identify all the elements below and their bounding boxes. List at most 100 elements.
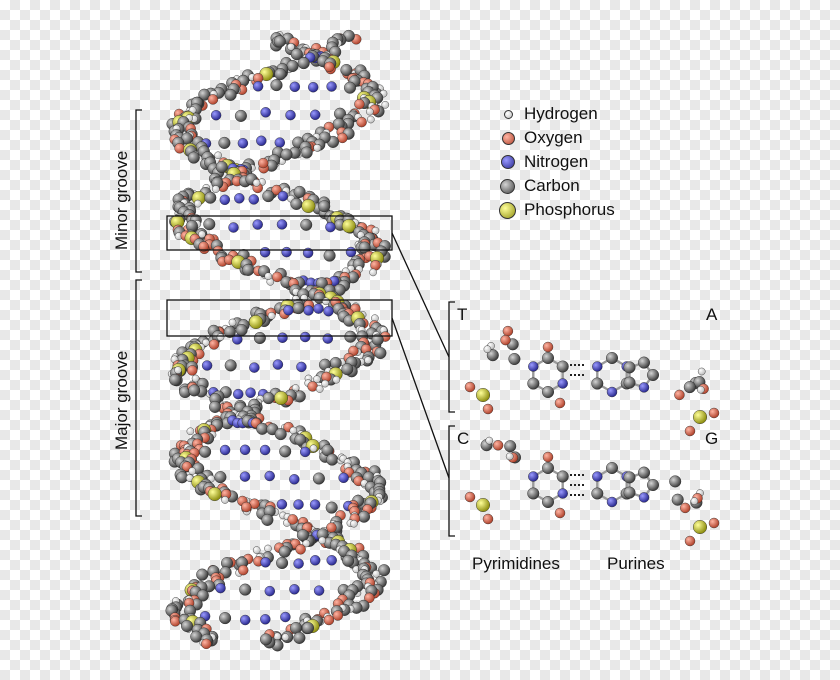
carbon-atom xyxy=(278,545,291,558)
nitrogen-atom xyxy=(277,332,288,343)
nitrogen-atom xyxy=(285,109,296,121)
base-letter-t: T xyxy=(457,305,468,324)
carbon-atom xyxy=(286,60,299,73)
hydrogen-atom xyxy=(252,546,261,554)
oxygen-atom xyxy=(708,517,720,529)
hydrogen-atom xyxy=(381,101,390,109)
nitrogen-atom xyxy=(326,555,337,566)
carbon-atom xyxy=(290,48,303,61)
nitrogen-atom xyxy=(528,361,539,372)
nitrogen-atom xyxy=(232,334,243,345)
oxygen-atom xyxy=(554,507,566,519)
nitrogen-atom xyxy=(303,305,314,316)
carbon-atom xyxy=(623,376,636,389)
carbon-atom xyxy=(224,88,237,101)
nitrogen-atom xyxy=(252,81,264,92)
nitrogen-atom xyxy=(215,582,226,594)
legend-label-carbon: Carbon xyxy=(524,176,580,195)
carbon-atom xyxy=(218,136,231,149)
hydrogen-atom xyxy=(188,467,196,475)
nitrogen-atom xyxy=(201,360,213,371)
hydrogen-atom xyxy=(267,311,276,320)
oxygen-atom xyxy=(241,501,252,513)
hydrogen-atom xyxy=(309,444,318,453)
carbon-atom xyxy=(647,369,660,382)
nitrogen-atom xyxy=(281,246,292,258)
nitrogen-swatch-icon xyxy=(501,155,515,169)
carbon-atom xyxy=(358,510,371,523)
oxygen-atom xyxy=(354,98,365,110)
oxygen-atom xyxy=(208,339,220,350)
carbon-atom xyxy=(486,349,499,362)
carbon-atom xyxy=(683,381,696,394)
oxygen-atom xyxy=(272,271,283,283)
carbon-atom xyxy=(344,81,357,94)
carbon-atom xyxy=(279,445,292,458)
phosphorus-atom xyxy=(341,218,356,233)
nitrogen-atom xyxy=(272,359,284,370)
minor-groove-label: Minor groove xyxy=(112,150,131,250)
oxygen-atom xyxy=(708,407,720,419)
carbon-atom xyxy=(262,190,275,203)
hydrogen-atom xyxy=(186,427,195,436)
hydrogen-atom xyxy=(332,375,341,384)
carbon-atom xyxy=(527,377,540,390)
hydrogen-atom xyxy=(318,536,327,545)
nitrogen-atom xyxy=(228,222,239,233)
carbon-atom xyxy=(623,486,636,499)
carbon-atom xyxy=(623,471,636,484)
nitrogen-atom xyxy=(293,558,304,569)
nitrogen-atom xyxy=(289,474,300,485)
hydrogen-atom xyxy=(372,570,381,578)
carbon-atom xyxy=(215,160,228,173)
oxygen-atom xyxy=(364,592,375,604)
carbon-atom xyxy=(256,422,269,435)
carbon-atom xyxy=(188,384,201,397)
major-groove-label: Major groove xyxy=(112,350,131,450)
carbon-atom xyxy=(274,68,287,81)
carbon-atom xyxy=(378,564,391,577)
hydrogen-atom xyxy=(697,367,706,376)
nitrogen-atom xyxy=(557,488,568,499)
carbon-atom xyxy=(323,249,336,262)
carbon-atom xyxy=(235,324,248,337)
hydrogen-atom xyxy=(216,333,225,341)
nitrogen-atom xyxy=(276,219,288,230)
phosphorus-atom xyxy=(693,520,708,535)
hydrogen-atom xyxy=(483,345,492,354)
nitrogen-atom xyxy=(210,109,222,121)
carbon-atom xyxy=(273,35,286,48)
oxygen-atom xyxy=(198,241,209,252)
nitrogen-atom xyxy=(260,557,271,568)
carbon-atom xyxy=(296,529,309,542)
carbon-atom xyxy=(623,361,636,374)
carbon-atom xyxy=(196,568,209,581)
carbon-atom xyxy=(203,218,216,231)
carbon-atom xyxy=(204,191,217,204)
carbon-atom xyxy=(292,302,305,315)
carbon-atom xyxy=(234,109,247,122)
hydrogen-atom xyxy=(322,297,330,306)
nitrogen-atom xyxy=(326,81,337,92)
hydrogen-atom xyxy=(690,497,699,505)
phosphorus-atom xyxy=(274,391,289,406)
carbon-atom xyxy=(591,377,604,390)
oxygen-atom xyxy=(684,425,696,437)
oxygen-atom xyxy=(502,325,514,337)
phosphorus-atom xyxy=(301,198,316,213)
carbon-atom xyxy=(260,633,273,646)
oxygen-atom xyxy=(684,535,696,547)
nitrogen-atom xyxy=(234,193,245,204)
pyrimidines-caption: Pyrimidines xyxy=(472,554,560,573)
nitrogen-atom xyxy=(256,135,267,147)
nitrogen-atom xyxy=(638,382,650,393)
oxygen-atom xyxy=(482,403,494,415)
hydrogen-atom xyxy=(365,107,374,116)
oxygen-swatch-icon xyxy=(502,132,515,145)
nitrogen-atom xyxy=(252,219,263,230)
nitrogen-atom xyxy=(300,331,311,343)
phosphorus-atom xyxy=(476,388,491,403)
nitrogen-atom xyxy=(264,585,275,597)
nitrogen-atom xyxy=(277,190,289,202)
carbon-atom xyxy=(542,386,555,399)
